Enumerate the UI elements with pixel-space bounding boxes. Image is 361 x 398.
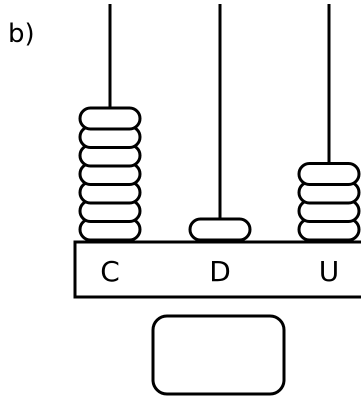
- bead-stack-hundreds: [78, 106, 142, 242]
- column-label-hundreds: C: [100, 255, 120, 288]
- bead-tens: [188, 217, 252, 242]
- abacus-base: [73, 240, 361, 299]
- exercise-label: b): [8, 19, 35, 49]
- bead-hundreds: [78, 106, 142, 131]
- bead-stack-tens: [188, 217, 252, 242]
- bead-stack-units: [297, 162, 361, 242]
- answer-box[interactable]: [151, 314, 286, 396]
- column-label-tens: D: [209, 255, 231, 288]
- bead-units: [297, 162, 361, 186]
- column-label-units: U: [319, 255, 340, 288]
